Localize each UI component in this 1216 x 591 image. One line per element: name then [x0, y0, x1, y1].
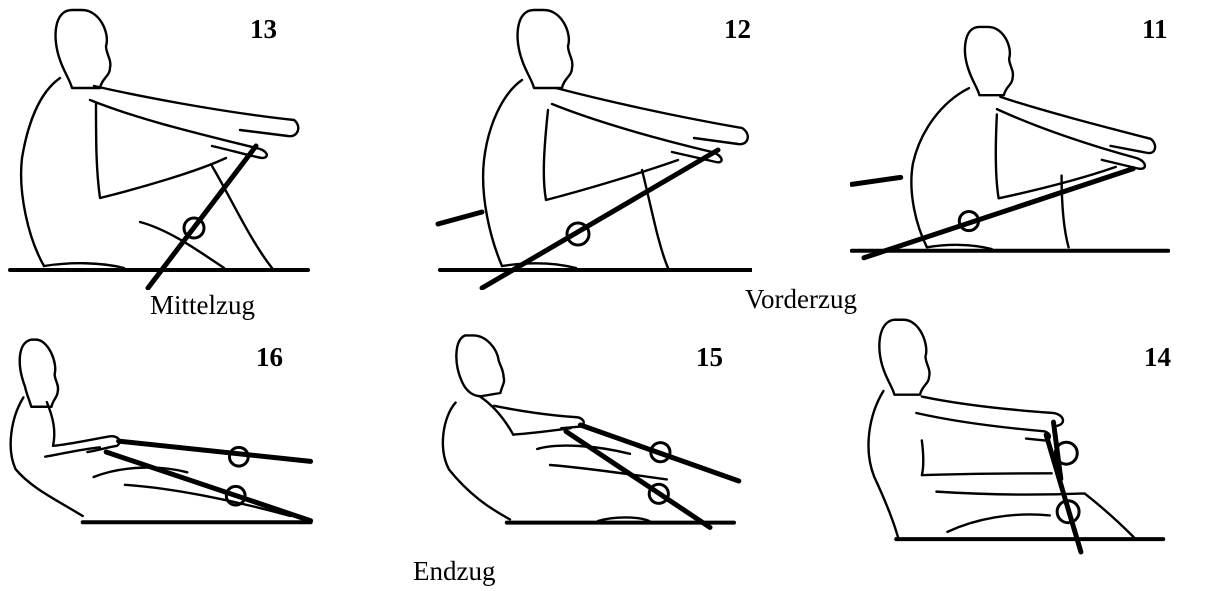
rower-thigh: [996, 114, 1116, 198]
rower-back: [443, 403, 510, 520]
caption-mittelzug: Mittelzug: [150, 290, 255, 321]
rower-arm-upper: [922, 397, 1063, 426]
figure-15: 15: [430, 300, 750, 590]
rower-thigh: [922, 440, 1052, 475]
rower-head: [965, 27, 1013, 95]
caption-vorderzug: Vorderzug: [745, 284, 857, 315]
oar-handle: [482, 150, 718, 288]
rower-foot: [598, 517, 649, 521]
figure-16: 16: [0, 300, 320, 590]
rower-arm-lower: [513, 428, 571, 434]
figure-14: 14: [856, 300, 1176, 590]
rower-leg: [125, 485, 290, 516]
rower-leg: [550, 465, 667, 479]
figure-number: 13: [250, 14, 277, 45]
rower-shin: [1062, 176, 1069, 248]
figure-number: 12: [724, 14, 751, 45]
caption-endzug: Endzug: [413, 556, 495, 587]
rower-shoulder: [480, 396, 514, 434]
rower-thigh: [96, 104, 226, 198]
rower-figure-11: [850, 0, 1170, 290]
rower-arm-upper: [1000, 97, 1155, 153]
figure-12: 12: [432, 0, 752, 290]
figure-13: 13: [0, 0, 320, 290]
rower-seat: [927, 245, 992, 249]
oar-handle: [864, 169, 1133, 258]
figure-number: 15: [696, 342, 723, 373]
rower-arm-upper: [94, 86, 298, 136]
figure-number: 14: [1144, 342, 1171, 373]
figure-number: 11: [1142, 14, 1168, 45]
rower-arm-lower: [916, 413, 1049, 440]
oar-blade: [852, 177, 901, 184]
rower-shin: [212, 166, 272, 268]
rower-head: [456, 335, 504, 396]
rower-seat: [44, 263, 124, 268]
rower-back: [483, 80, 522, 266]
figure-number: 16: [256, 342, 283, 373]
rower-seat: [947, 514, 1049, 531]
rower-back: [868, 391, 898, 537]
rower-back: [21, 78, 60, 266]
oar-blade: [438, 212, 482, 224]
rower-head: [56, 10, 111, 88]
rower-head: [879, 320, 929, 395]
rower-figure-14: [856, 300, 1176, 590]
figure-11: 11: [850, 0, 1170, 290]
rower-figure-12: [432, 0, 752, 290]
oar-upper: [580, 425, 738, 481]
rower-head: [20, 340, 58, 407]
rower-thigh: [537, 446, 630, 454]
oar-upper: [119, 441, 311, 461]
rower-shoulder: [47, 402, 54, 446]
rower-head: [518, 10, 573, 88]
rower-arm-lower: [552, 104, 722, 162]
